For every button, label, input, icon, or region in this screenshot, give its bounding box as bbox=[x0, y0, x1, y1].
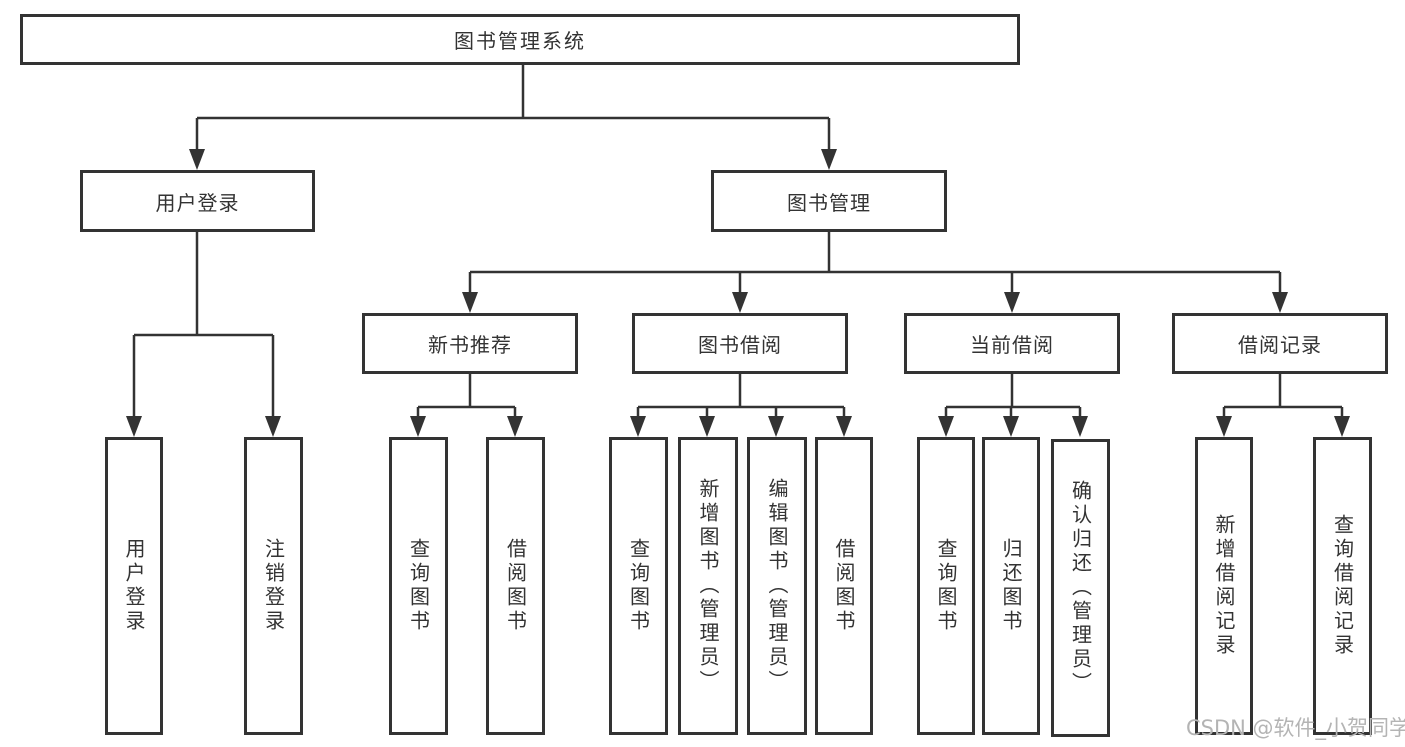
node-book-management: 图书管理 bbox=[711, 170, 947, 232]
node-borrow-books: 借阅图书 bbox=[815, 437, 873, 735]
node-new-book-recommend: 新书推荐 bbox=[362, 313, 578, 374]
node-return-books: 归还图书 bbox=[982, 437, 1040, 735]
node-borrow-records: 借阅记录 bbox=[1172, 313, 1388, 374]
node-user-login: 用户登录 bbox=[105, 437, 163, 735]
node-query-books-current: 查询图书 bbox=[917, 437, 975, 735]
node-borrow-books-recommend: 借阅图书 bbox=[486, 437, 545, 735]
tree-connectors-path bbox=[132, 65, 1344, 421]
node-query-borrow-record: 查询借阅记录 bbox=[1313, 437, 1372, 735]
node-confirm-return-admin: 确认归还（管理员） bbox=[1051, 439, 1110, 737]
csdn-watermark: CSDN @软件_小贺同学 bbox=[1186, 716, 1405, 740]
node-current-borrow: 当前借阅 bbox=[904, 313, 1120, 374]
node-query-books-recommend: 查询图书 bbox=[389, 437, 448, 735]
node-query-books-borrow: 查询图书 bbox=[609, 437, 668, 735]
node-logout: 注销登录 bbox=[244, 437, 303, 735]
node-book-borrow: 图书借阅 bbox=[632, 313, 848, 374]
node-edit-books-admin: 编辑图书（管理员） bbox=[747, 437, 807, 735]
node-add-borrow-record: 新增借阅记录 bbox=[1195, 437, 1253, 735]
node-root: 图书管理系统 bbox=[20, 14, 1020, 65]
node-user-login-group: 用户登录 bbox=[80, 170, 315, 232]
arrowheads-path bbox=[126, 149, 1350, 437]
node-add-books-admin: 新增图书（管理员） bbox=[678, 437, 738, 735]
